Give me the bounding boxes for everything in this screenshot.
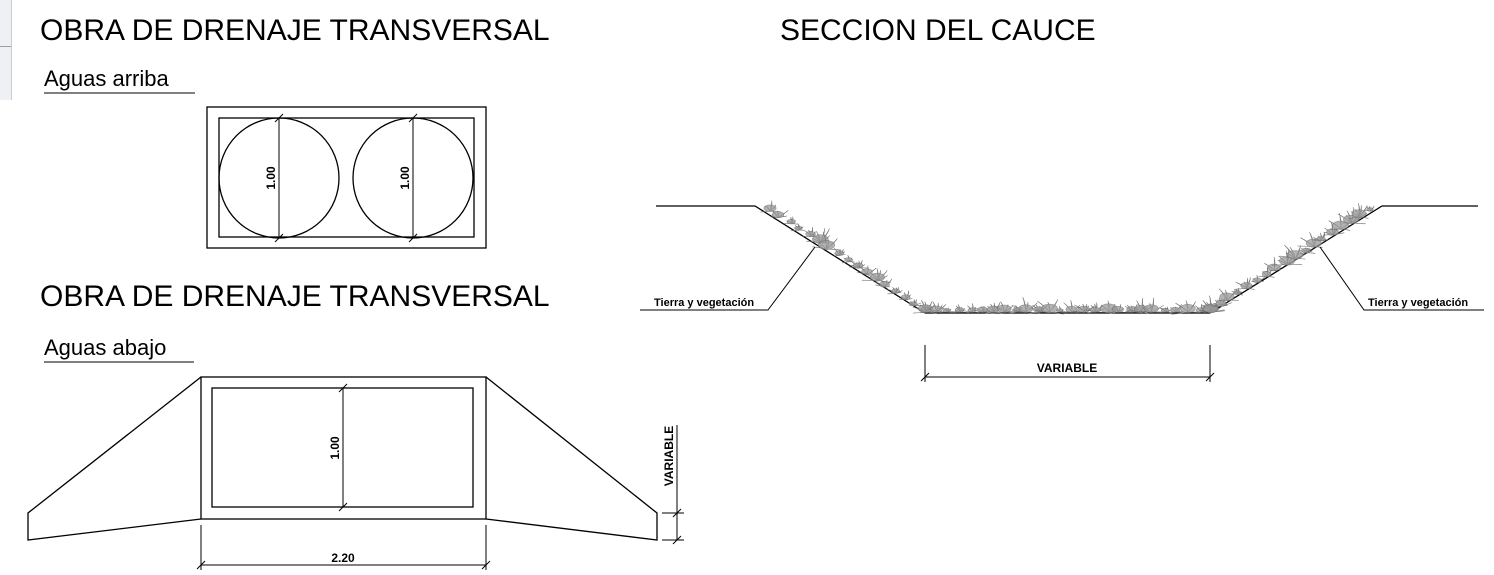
channel-left-bank xyxy=(656,205,926,314)
vegetation-hatch xyxy=(760,200,1375,315)
channel-right-bank xyxy=(1209,205,1478,314)
upstream-headwall-inner xyxy=(218,117,475,238)
downstream-left-wingwall xyxy=(27,376,202,541)
window-edge-panel xyxy=(0,0,12,100)
upstream-pipe-left-dim: 1.00 xyxy=(264,166,278,190)
downstream-headwall-outer xyxy=(200,376,487,520)
channel-section: Tierra y vegetación Tierra y vegetación … xyxy=(640,200,1484,382)
section-label-right: Tierra y vegetación xyxy=(1368,297,1468,309)
section-title: SECCION DEL CAUCE xyxy=(780,14,1096,47)
right-label-leader xyxy=(1319,246,1484,311)
left-label-leader xyxy=(640,246,816,311)
downstream-subtitle: Aguas abajo xyxy=(44,335,166,360)
section-label-left: Tierra y vegetación xyxy=(654,297,754,309)
window-edge-divider xyxy=(0,46,11,47)
downstream-opening-height-dim: 1.00 xyxy=(328,436,342,460)
upstream-subtitle: Aguas arriba xyxy=(44,66,170,91)
upstream-headwall-outer xyxy=(206,106,487,249)
section-width-dim: VARIABLE xyxy=(1037,361,1097,375)
downstream-title: OBRA DE DRENAJE TRANSVERSAL xyxy=(40,280,550,313)
downstream-width-dim: 2.20 xyxy=(331,551,355,565)
downstream-headwall: 1.00 2.20 VARIABLE xyxy=(27,376,684,570)
upstream-title: OBRA DE DRENAJE TRANSVERSAL xyxy=(40,14,550,47)
upstream-pipe-right-dim: 1.00 xyxy=(398,166,412,190)
downstream-wall-height-dim: VARIABLE xyxy=(662,426,676,486)
downstream-right-wingwall xyxy=(485,376,658,541)
upstream-headwall: 1.00 1.00 xyxy=(206,106,487,249)
